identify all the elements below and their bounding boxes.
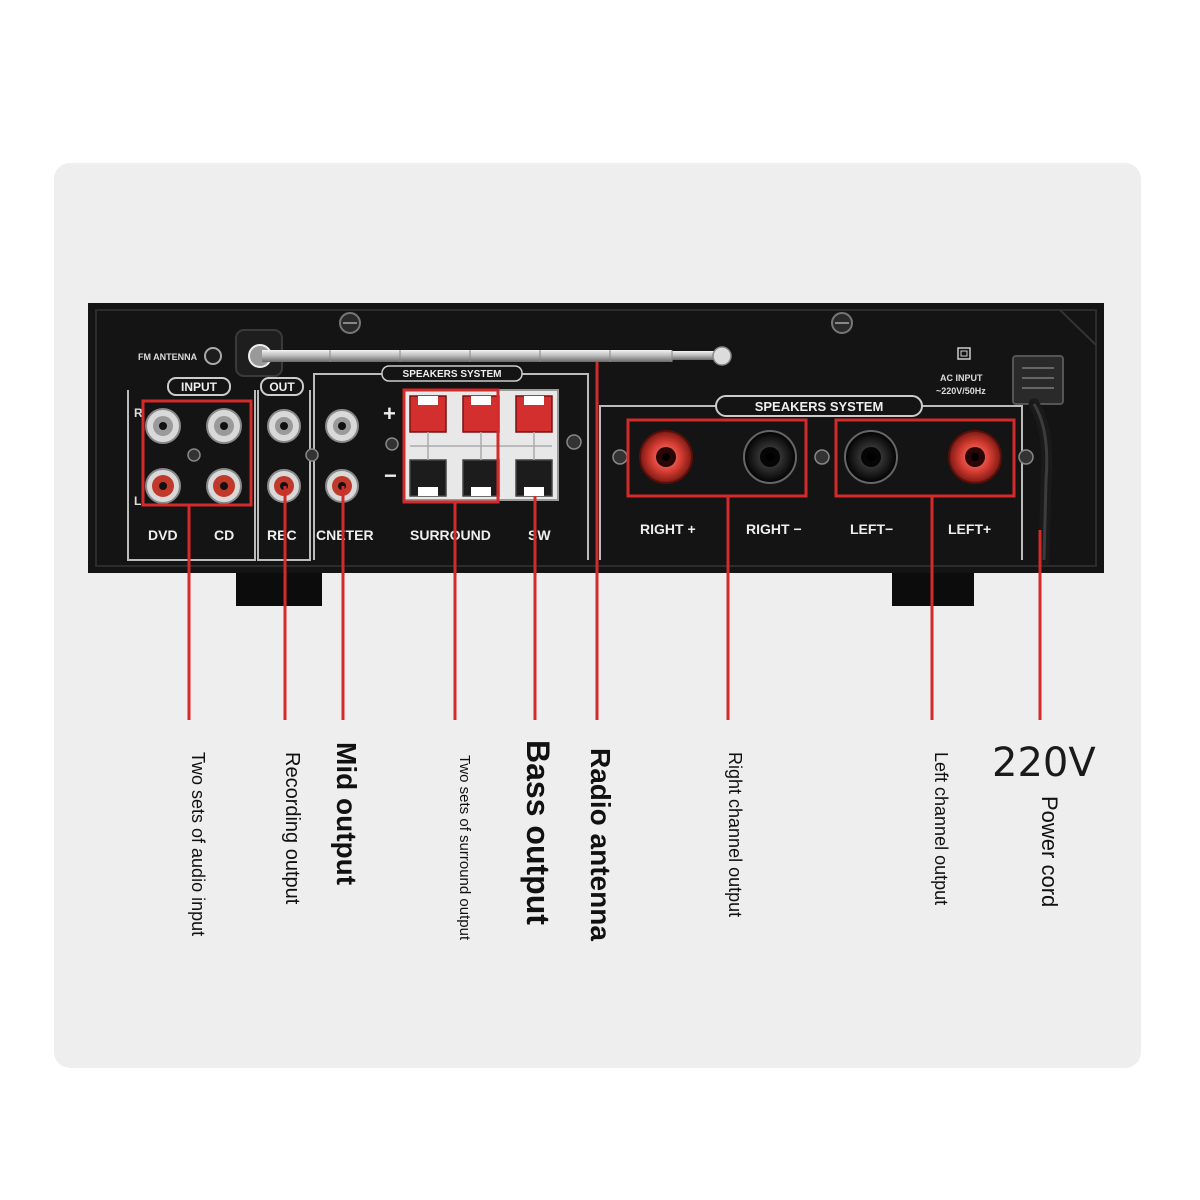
speakers-system-small-header: SPEAKERS SYSTEM bbox=[403, 369, 502, 380]
ac-rating-label: ~220V/50Hz bbox=[936, 386, 986, 396]
screw-icon bbox=[305, 448, 319, 462]
screw-icon bbox=[187, 448, 201, 462]
callout-box-input bbox=[141, 399, 253, 507]
speakers-system-small-box bbox=[381, 365, 523, 382]
rca-jack-red-icon bbox=[145, 468, 181, 504]
out-header: OUT bbox=[269, 380, 295, 394]
annotation-right-channel: Right channel output bbox=[725, 752, 745, 918]
input-header: INPUT bbox=[181, 380, 218, 394]
input-header-box bbox=[167, 377, 231, 396]
annotation-radio-antenna: Radio antenna bbox=[585, 748, 616, 941]
callout-box-surround bbox=[402, 388, 500, 504]
annotation-mid-output: Mid output bbox=[331, 742, 362, 886]
screw-icon bbox=[339, 312, 361, 334]
fm-antenna-label: FM ANTENNA bbox=[138, 352, 198, 362]
rca-jack-white-icon bbox=[267, 409, 301, 443]
channel-r-label: R bbox=[134, 406, 143, 420]
right-plus-label: RIGHT + bbox=[640, 521, 696, 537]
binding-post-black-icon bbox=[844, 430, 898, 484]
rec-label: REC bbox=[267, 527, 297, 543]
minus-marker: − bbox=[384, 463, 397, 488]
fm-antenna-jack-icon bbox=[204, 347, 222, 365]
out-header-box bbox=[260, 377, 304, 396]
annotation-voltage: 220V bbox=[992, 740, 1096, 786]
left-minus-label: LEFT− bbox=[850, 521, 893, 537]
left-plus-label: LEFT+ bbox=[948, 521, 991, 537]
cd-label: CD bbox=[214, 527, 234, 543]
screw-icon bbox=[1018, 449, 1034, 465]
rca-jack-white-icon bbox=[145, 408, 181, 444]
channel-l-label: L bbox=[134, 494, 141, 508]
rca-jack-red-icon bbox=[206, 468, 242, 504]
plus-marker: + bbox=[383, 401, 396, 426]
screw-icon bbox=[814, 449, 830, 465]
surround-label: SURROUND bbox=[410, 527, 491, 543]
binding-post-red-icon bbox=[948, 430, 1002, 484]
screw-icon bbox=[831, 312, 853, 334]
screw-icon bbox=[385, 437, 399, 451]
callout-box-right bbox=[626, 418, 808, 498]
foot-left bbox=[236, 570, 322, 606]
telescopic-antenna bbox=[262, 350, 672, 362]
annotation-bass-output: Bass output bbox=[520, 740, 556, 925]
binding-post-red-icon bbox=[639, 430, 693, 484]
annotation-audio-input: Two sets of audio input bbox=[188, 752, 208, 937]
annotation-recording-output: Recording output bbox=[281, 752, 303, 905]
right-minus-label: RIGHT − bbox=[746, 521, 802, 537]
binding-post-black-icon bbox=[743, 430, 797, 484]
rca-jack-white-icon bbox=[325, 409, 359, 443]
center-label: CNETER bbox=[316, 527, 374, 543]
annotation-surround-output: Two sets of surround output bbox=[456, 755, 473, 941]
callout-box-left bbox=[834, 418, 1016, 498]
speakers-system-main-box bbox=[715, 395, 923, 417]
speakers-system-main-header: SPEAKERS SYSTEM bbox=[755, 399, 884, 414]
rca-jack-white-icon bbox=[206, 408, 242, 444]
annotation-power-cord: Power cord bbox=[1037, 796, 1062, 908]
annotation-left-channel: Left channel output bbox=[931, 752, 951, 906]
screw-icon bbox=[566, 434, 582, 450]
ac-input-label: AC INPUT bbox=[940, 373, 983, 383]
dvd-label: DVD bbox=[148, 527, 178, 543]
